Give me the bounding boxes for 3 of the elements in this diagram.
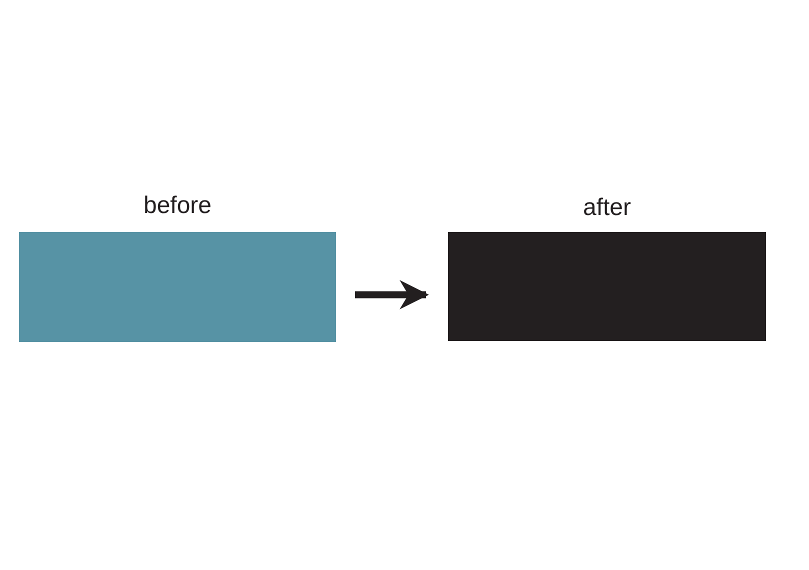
- arrow: [355, 280, 429, 310]
- heading-label: after: [582, 194, 632, 222]
- heading-label: before: [143, 192, 212, 220]
